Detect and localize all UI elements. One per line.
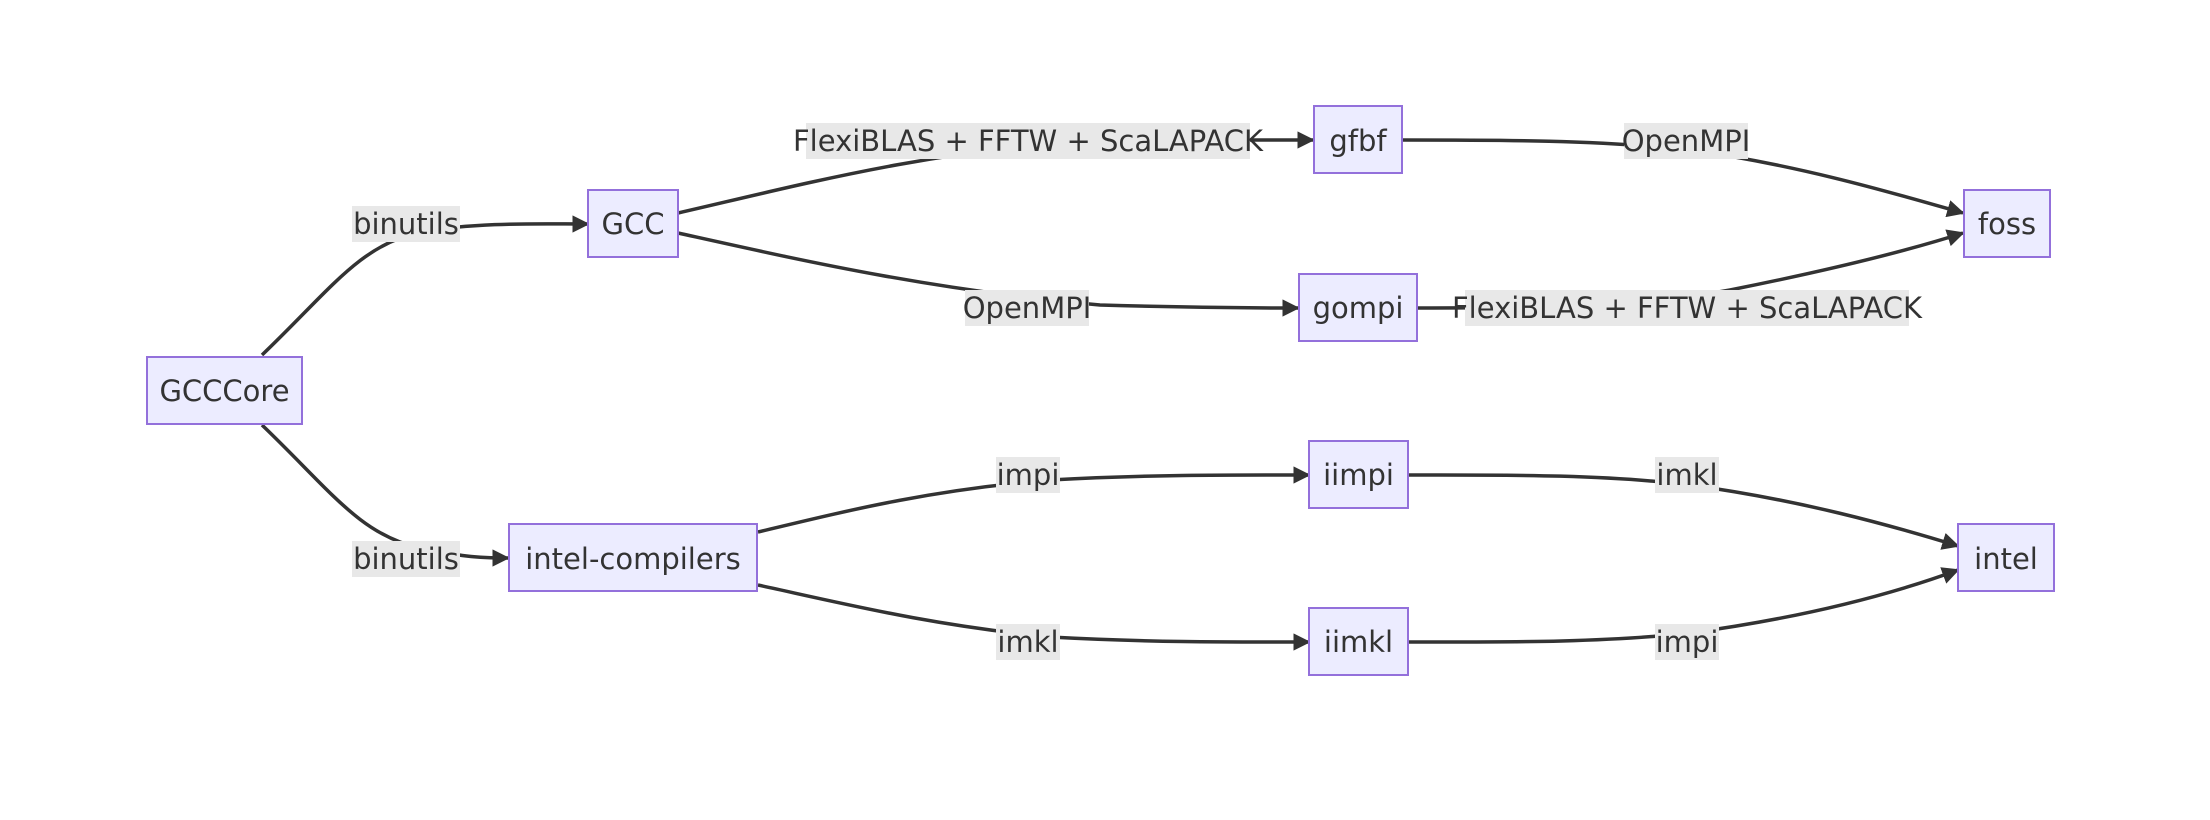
edge-label-gfbf-foss: OpenMPI (1622, 123, 1751, 159)
node-label: gfbf (1329, 124, 1387, 158)
edge-label-text: imkl (997, 625, 1058, 659)
node-label: intel (1974, 542, 2038, 576)
edge-label-intel-compilers-iimpi: impi (996, 457, 1060, 493)
edge-label-gcc-gompi: OpenMPI (963, 290, 1092, 326)
edge-label-gcccore-gcc: binutils (352, 206, 460, 242)
node-label: GCCCore (159, 374, 289, 408)
edge-label-text: binutils (353, 207, 459, 241)
edge-label-intel-compilers-iimkl: imkl (996, 624, 1060, 660)
edge-label-text: FlexiBLAS + FFTW + ScaLAPACK (1452, 291, 1923, 325)
node-intel-compilers: intel-compilers (508, 523, 758, 592)
node-iimkl: iimkl (1308, 607, 1409, 676)
edge-label-gompi-foss: FlexiBLAS + FFTW + ScaLAPACK (1452, 290, 1923, 326)
node-label: GCC (602, 207, 665, 241)
node-label: iimpi (1323, 458, 1394, 492)
edge-label-text: impi (997, 458, 1060, 492)
edge-label-text: OpenMPI (963, 291, 1092, 325)
edge-gcccore-intel-compilers (260, 423, 510, 567)
node-foss: foss (1963, 189, 2051, 258)
node-gcc: GCC (587, 189, 679, 258)
edge-label-text: FlexiBLAS + FFTW + ScaLAPACK (793, 124, 1264, 158)
edge-label-iimkl-intel: impi (1655, 624, 1719, 660)
edge-label-gcccore-intel-compilers: binutils (352, 541, 460, 577)
edge-label-text: binutils (353, 542, 459, 576)
node-label: intel-compilers (525, 542, 741, 576)
edge-label-iimpi-intel: imkl (1655, 457, 1719, 493)
node-intel: intel (1957, 523, 2055, 592)
node-label: gompi (1313, 291, 1404, 325)
node-iimpi: iimpi (1308, 440, 1409, 509)
edge-label-gcc-gfbf: FlexiBLAS + FFTW + ScaLAPACK (793, 123, 1264, 159)
edge-label-text: OpenMPI (1622, 124, 1751, 158)
edge-label-text: impi (1656, 625, 1719, 659)
node-gcccore: GCCCore (146, 356, 303, 425)
node-label: foss (1978, 207, 2036, 241)
edge-label-text: imkl (1656, 458, 1717, 492)
node-gompi: gompi (1298, 273, 1418, 342)
node-label: iimkl (1324, 625, 1393, 659)
edge-gcccore-gcc (260, 215, 590, 357)
node-gfbf: gfbf (1313, 105, 1403, 174)
